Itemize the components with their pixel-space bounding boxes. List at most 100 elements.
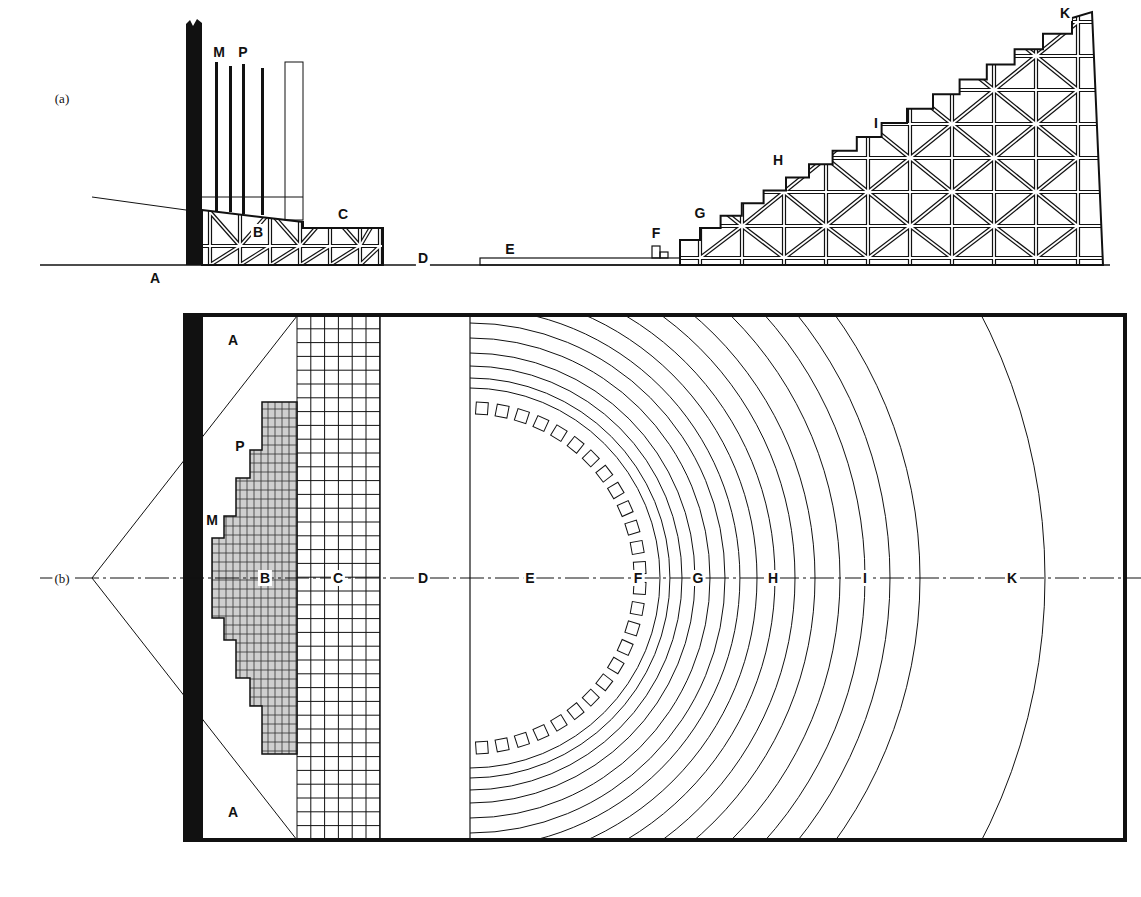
timber-core <box>1036 124 1078 158</box>
grid-line <box>297 715 380 716</box>
grid-line <box>297 825 380 826</box>
part-letter: D <box>416 250 430 266</box>
column-square <box>608 482 624 498</box>
timber-core <box>200 245 390 247</box>
timber-core <box>826 226 868 258</box>
grid-line <box>205 463 300 464</box>
grid-line <box>205 472 300 473</box>
timber-edge <box>330 246 360 265</box>
timber-edge <box>670 256 1110 260</box>
timber-edge <box>360 246 380 265</box>
grid-line <box>205 616 300 617</box>
grid-line <box>205 436 300 437</box>
figure-label: (a) <box>53 91 71 106</box>
timber-core <box>868 56 910 90</box>
column-square <box>582 450 599 467</box>
timber-edge <box>742 56 784 90</box>
part-letter: F <box>632 570 645 586</box>
timber-core <box>1036 90 1078 124</box>
timber-edge <box>868 22 910 56</box>
part-letter: M <box>211 44 227 60</box>
grid-line <box>297 811 380 812</box>
grid-line <box>205 427 300 428</box>
grid-line <box>297 798 380 799</box>
part-letter: P <box>233 438 246 454</box>
grid-line <box>205 409 300 410</box>
grid-line <box>297 756 380 757</box>
timber-core <box>270 246 300 265</box>
timber-edge <box>994 124 1036 158</box>
grid-line <box>297 535 380 536</box>
timber-core <box>210 212 240 246</box>
column-square <box>617 639 633 655</box>
timber-edge <box>784 192 826 226</box>
part-letter: K <box>1005 570 1019 586</box>
grid-line <box>205 499 300 500</box>
timber-edge <box>826 90 868 124</box>
grid-line <box>297 439 380 440</box>
timber-edge <box>1036 124 1078 158</box>
timber-core <box>700 226 742 258</box>
stage-floor-grid <box>205 380 300 780</box>
part-letter: A <box>226 804 240 820</box>
grid-line <box>205 751 300 752</box>
timber-edge <box>784 56 826 90</box>
column-square <box>596 674 613 691</box>
timber-core <box>670 157 1110 159</box>
timber-core <box>994 158 1036 192</box>
timber-edge <box>240 246 270 265</box>
timber-core <box>994 124 1036 158</box>
timber-edge <box>208 200 212 265</box>
grid-line <box>297 632 380 633</box>
column-square <box>475 402 488 415</box>
grid-line <box>379 315 380 840</box>
column-square <box>630 602 644 616</box>
orchestra-platform <box>480 258 680 265</box>
column-square <box>533 725 549 741</box>
timber-core <box>784 124 826 158</box>
plan-drawing <box>40 3 1141 897</box>
timber-edge <box>210 212 240 246</box>
timber-edge <box>210 246 240 265</box>
grid-line <box>297 770 380 771</box>
timber-core <box>742 90 784 124</box>
column-square <box>617 501 633 517</box>
timber-core <box>742 226 784 258</box>
timber-edge <box>994 158 1036 192</box>
grid-line <box>205 733 300 734</box>
grid-line <box>205 490 300 491</box>
seating-truss <box>670 0 1110 265</box>
timber-core <box>700 22 742 56</box>
timber-edge <box>952 192 994 226</box>
timber-core <box>299 200 301 265</box>
stage-edge <box>379 315 380 840</box>
timber-core <box>670 257 1110 259</box>
grid-line <box>205 760 300 761</box>
grid-line <box>205 580 300 581</box>
timber-core <box>239 200 241 265</box>
timber-edge <box>994 192 1036 226</box>
timber-edge <box>784 158 826 192</box>
timber-edge <box>238 200 242 265</box>
timber-core <box>994 90 1036 124</box>
scenery-flat <box>229 66 232 212</box>
grid-line <box>297 549 380 550</box>
grid-line <box>205 670 300 671</box>
timber-edge <box>910 22 952 56</box>
grid-line <box>297 370 380 371</box>
grid-line <box>297 660 380 661</box>
column-square <box>567 436 584 453</box>
grid-line <box>205 418 300 419</box>
timber-core <box>784 22 826 56</box>
timber-core <box>269 200 271 265</box>
grid-line <box>297 784 380 785</box>
grid-line <box>205 454 300 455</box>
timber-core <box>700 90 742 124</box>
grid-line <box>205 553 300 554</box>
grid-line <box>205 688 300 689</box>
timber-core <box>1036 192 1078 226</box>
grid-line <box>297 687 380 688</box>
part-letter: P <box>236 44 249 60</box>
